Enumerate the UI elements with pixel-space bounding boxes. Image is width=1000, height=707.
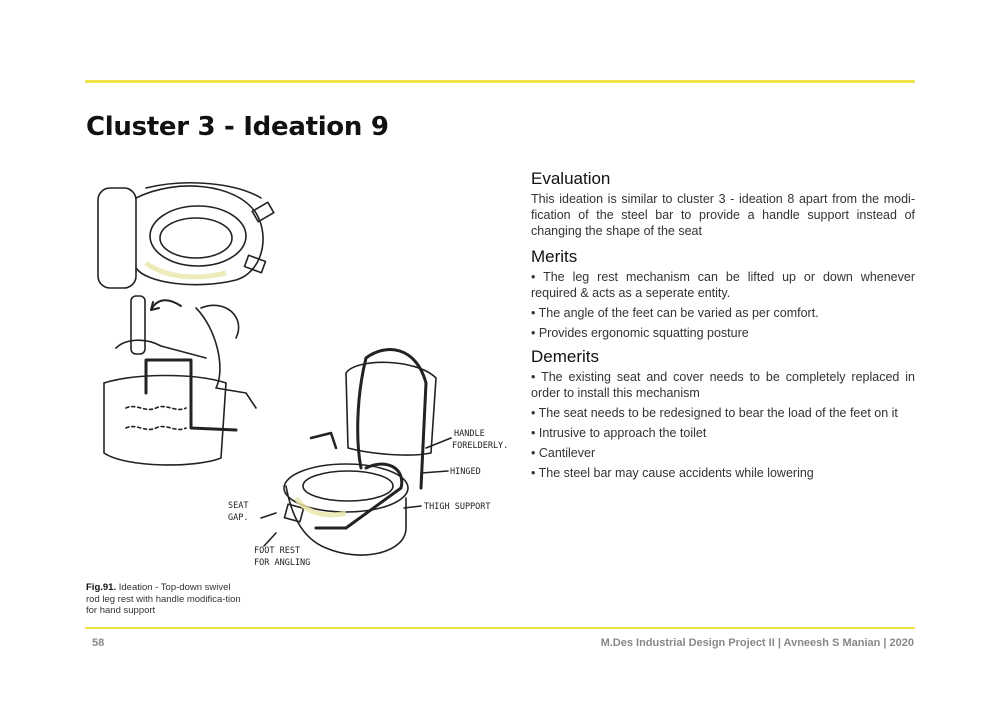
thigh-support-label: THIGH SUPPORT [424, 502, 491, 512]
demerit-item: • The steel bar may cause accidents whil… [531, 466, 814, 480]
figure-caption: Fig.91. Ideation - Top-down swivel rod l… [86, 582, 246, 617]
seat-gap-label: SEAT [228, 501, 248, 511]
hinged-label: HINGED [450, 467, 481, 477]
side-view-sketch [103, 295, 257, 466]
foot-rest-label-2: FOR ANGLING [254, 558, 310, 568]
demerit-item: • Intrusive to approach the toilet [531, 426, 707, 440]
merit-item: • The leg rest mechanism can be lifted u… [531, 270, 915, 300]
demerit-item: • Cantilever [531, 446, 596, 460]
top-view-sketch [97, 182, 275, 289]
merits-heading: Merits [531, 247, 578, 266]
figure-caption-text: Ideation - Top-down swivel rod leg rest … [86, 582, 241, 616]
page-number: 58 [92, 637, 105, 649]
perspective-sketch [260, 348, 452, 556]
footer-text: M.Des Industrial Design Project II | Avn… [600, 637, 914, 649]
merit-item: • Provides ergonomic squatting posture [531, 326, 749, 340]
evaluation-text: This ideation is similar to cluster 3 - … [531, 192, 915, 238]
handle-label-2: FORELDERLY. [452, 441, 508, 451]
evaluation-column: Evaluation This ideation is similar to c… [531, 167, 915, 485]
handle-label: HANDLE [454, 429, 485, 439]
evaluation-heading: Evaluation [531, 169, 611, 188]
figure-number: Fig.91. [86, 582, 117, 593]
foot-rest-label: FOOT REST [254, 546, 300, 556]
merit-item: • The angle of the feet can be varied as… [531, 306, 819, 320]
seat-gap-label-2: GAP. [228, 513, 248, 523]
demerits-list: • The existing seat and cover needs to b… [531, 369, 915, 481]
demerit-item: • The existing seat and cover needs to b… [531, 370, 915, 400]
toilet-sketch-illustration: HANDLE FORELDERLY. HINGED THIGH SUPPORT … [97, 182, 508, 568]
merits-list: • The leg rest mechanism can be lifted u… [531, 269, 915, 341]
bottom-rule [85, 627, 915, 629]
demerits-heading: Demerits [531, 347, 600, 366]
demerit-item: • The seat needs to be redesigned to bea… [531, 406, 898, 420]
top-rule [85, 80, 915, 83]
page-title: Cluster 3 - Ideation 9 [86, 112, 389, 142]
sketch-highlight [144, 260, 347, 518]
